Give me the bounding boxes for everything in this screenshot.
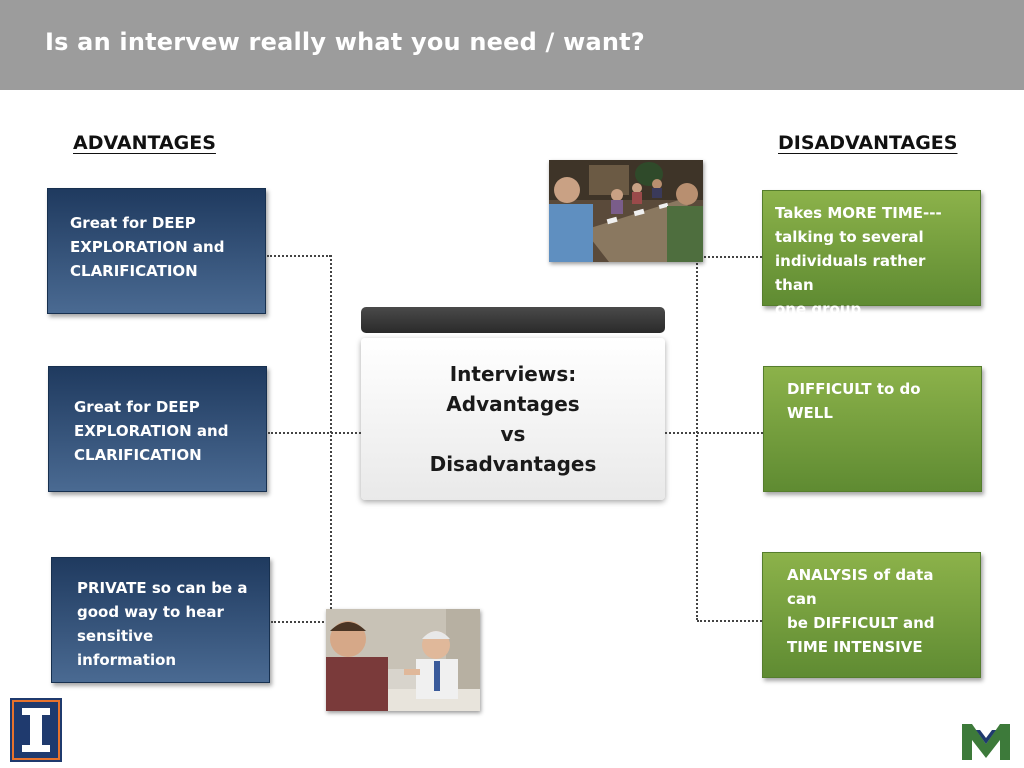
m-logo [962,722,1010,760]
advantage-2-line-3: CLARIFICATION [74,446,202,464]
group-meeting-photo [549,160,703,262]
disadvantage-1-line-4: one group [775,300,862,318]
disadvantage-box-3: ANALYSIS of data can be DIFFICULT and TI… [762,552,981,678]
advantages-heading: ADVANTAGES [73,132,216,154]
disadvantages-heading: DISADVANTAGES [778,132,958,154]
connector-dis-2 [665,432,763,434]
advantage-2-line-2: EXPLORATION and [74,422,229,440]
connector-adv-1 [267,255,331,257]
slide-header: Is an intervew really what you need / wa… [0,0,1024,90]
disadvantage-3-line-2: be DIFFICULT and [787,614,935,632]
advantage-3-line-1: PRIVATE so can be a [77,579,248,597]
center-box: Interviews: Advantages vs Disadvantages [361,338,665,500]
advantage-box-1: Great for DEEP EXPLORATION and CLARIFICA… [47,188,266,314]
disadvantage-3-line-3: TIME INTENSIVE [787,638,923,656]
connector-left-trunk [330,255,332,621]
disadvantage-1-line-2: talking to several [775,228,924,246]
center-line-1: Interviews: [449,362,577,386]
advantage-box-2: Great for DEEP EXPLORATION and CLARIFICA… [48,366,267,492]
advantage-box-3: PRIVATE so can be a good way to hear sen… [51,557,270,683]
disadvantage-box-1: Takes MORE TIME--- talking to several in… [762,190,981,318]
advantage-1-line-2: EXPLORATION and [70,238,225,256]
advantage-2-line-1: Great for DEEP [74,398,200,416]
disadvantage-2-line-1: DIFFICULT to do WELL [787,380,921,422]
one-on-one-interview-photo [326,609,480,711]
connector-adv-2 [268,432,361,434]
advantage-1-line-1: Great for DEEP [70,214,196,232]
advantage-3-line-2: good way to hear [77,603,224,621]
center-line-3: vs [500,422,526,446]
connector-right-trunk [696,256,698,620]
disadvantage-3-line-1: ANALYSIS of data can [787,566,934,608]
connector-dis-3 [697,620,762,622]
center-line-2: Advantages [446,392,580,416]
disadvantage-box-2: DIFFICULT to do WELL [763,366,982,492]
center-line-4: Disadvantages [429,452,597,476]
connector-adv-3 [271,621,331,623]
advantage-3-line-3: sensitive information [77,627,177,669]
advantage-1-line-3: CLARIFICATION [70,262,198,280]
university-i-logo [10,698,62,762]
disadvantage-1-line-1: Takes MORE TIME--- [775,204,942,222]
connector-dis-1 [697,256,762,258]
slide-title: Is an intervew really what you need / wa… [45,28,645,56]
center-title-bar [361,307,665,333]
disadvantage-1-line-3: individuals rather than [775,252,926,294]
